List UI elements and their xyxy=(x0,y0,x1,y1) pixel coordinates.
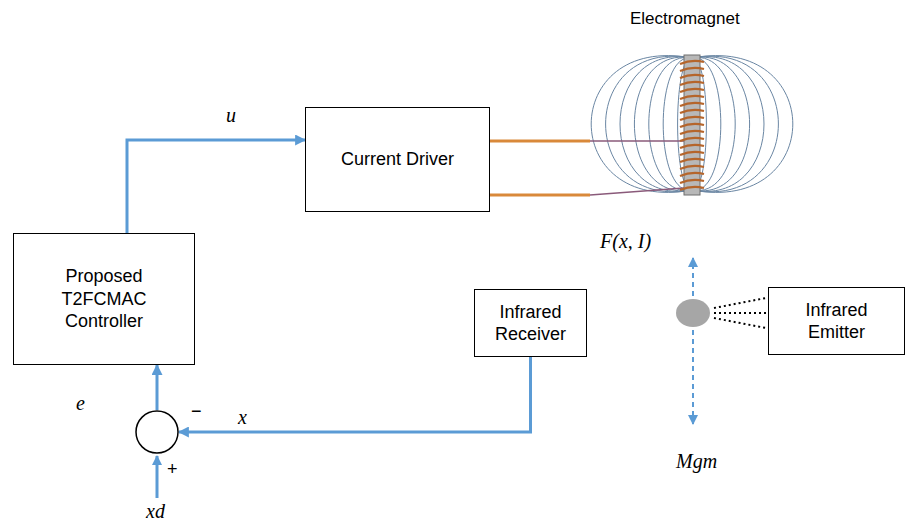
field-line xyxy=(606,56,692,192)
process-box: Current Driver xyxy=(305,107,490,212)
signal-connector xyxy=(127,140,305,233)
signal-connector xyxy=(179,357,531,432)
coil-turn xyxy=(680,96,704,99)
driver-wire xyxy=(590,188,684,195)
box-text: Current Driver xyxy=(341,148,454,171)
sensor-box: Infrared Receiver xyxy=(474,289,587,357)
coil-turn xyxy=(680,75,704,78)
sign-label: − xyxy=(191,402,202,420)
infrared-beam xyxy=(714,298,766,308)
coil-turn xyxy=(680,159,704,162)
coil-windings xyxy=(680,61,704,190)
field-line xyxy=(692,56,793,193)
driver-wire xyxy=(490,194,590,197)
emitter-box: Infrared Emitter xyxy=(768,287,905,355)
signal-name: u xyxy=(226,104,236,126)
summing-junction: −+ xyxy=(135,410,179,454)
driver-wire xyxy=(490,140,590,143)
signal-name: e xyxy=(76,392,85,414)
signal-name: x xyxy=(238,406,247,428)
coil-turn xyxy=(680,180,704,183)
junction-outline xyxy=(135,410,179,454)
coil-turn xyxy=(680,117,704,120)
coil-turn xyxy=(680,103,704,106)
coil-turn xyxy=(680,173,704,176)
driver-wire xyxy=(590,140,684,142)
box-text: Infrared Receiver xyxy=(481,301,581,346)
field-line xyxy=(692,56,778,192)
coil-turn xyxy=(680,124,704,127)
infrared-beam xyxy=(714,312,766,314)
levitated-ball xyxy=(676,299,710,327)
coil-turn xyxy=(680,68,704,71)
coil-turn xyxy=(680,82,704,85)
gravity-arrow xyxy=(692,330,694,424)
signal-connector xyxy=(156,365,159,410)
signal-name: Mgm xyxy=(676,450,717,472)
box-text: Infrared Emitter xyxy=(787,299,887,344)
part-name: Electromagnet xyxy=(630,10,740,29)
coil-turn xyxy=(680,61,704,64)
coil-turn xyxy=(680,138,704,141)
sign-label: + xyxy=(167,460,178,478)
junction-circle xyxy=(136,411,178,453)
box-text: Proposed T2FCMAC Controller xyxy=(49,265,159,333)
field-line xyxy=(591,56,692,193)
coil-turn xyxy=(680,187,704,190)
coil-turn xyxy=(680,131,704,134)
reference-input-line xyxy=(156,456,159,498)
coil-turn xyxy=(680,152,704,155)
force-label: F(x, I) xyxy=(600,230,651,252)
coil-turn xyxy=(680,145,704,148)
infrared-beam xyxy=(714,318,766,328)
coil-turn xyxy=(680,89,704,92)
force-arrow xyxy=(692,258,694,296)
coil-turn xyxy=(680,166,704,169)
controller-box: Proposed T2FCMAC Controller xyxy=(13,233,195,365)
signal-name: xd xyxy=(146,500,165,522)
coil-turn xyxy=(680,110,704,113)
